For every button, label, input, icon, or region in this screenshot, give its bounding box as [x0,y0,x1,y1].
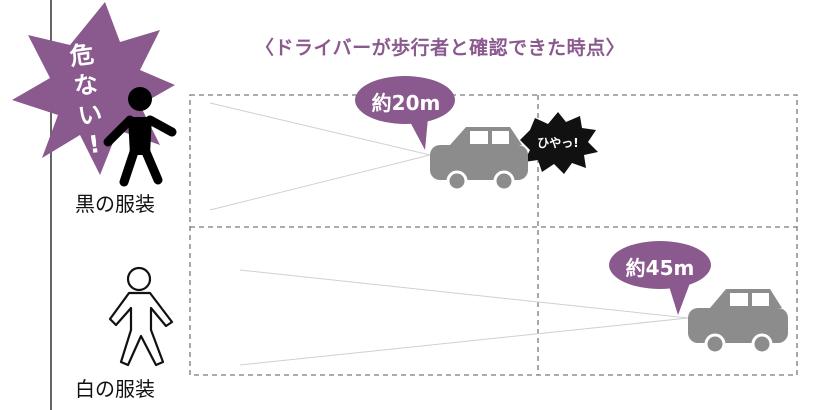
pedestrian-white-icon [108,266,174,367]
pedestrian-black-icon [103,87,177,187]
car-icon [688,289,788,355]
speech-bubble-icon [609,241,711,315]
headlight-beam-bottom [239,269,689,366]
speech-bubble-icon [355,76,455,150]
label-white-clothing: 白の服装 [75,377,155,401]
surprise-burst-icon [520,112,598,174]
diagram-title: 〈ドライバーが歩行者と確認できた時点〉 [255,37,626,59]
grid-frame [189,94,798,376]
headlight-beam-top [209,102,431,211]
car-icon [430,127,528,192]
label-black-clothing: 黒の服装 [75,192,155,216]
warning-char: ! [86,129,102,160]
distance-label-top: 約20m [371,91,441,115]
distance-label-bottom: 約45m [625,256,695,280]
reaction-text: ひやっ! [537,136,579,150]
